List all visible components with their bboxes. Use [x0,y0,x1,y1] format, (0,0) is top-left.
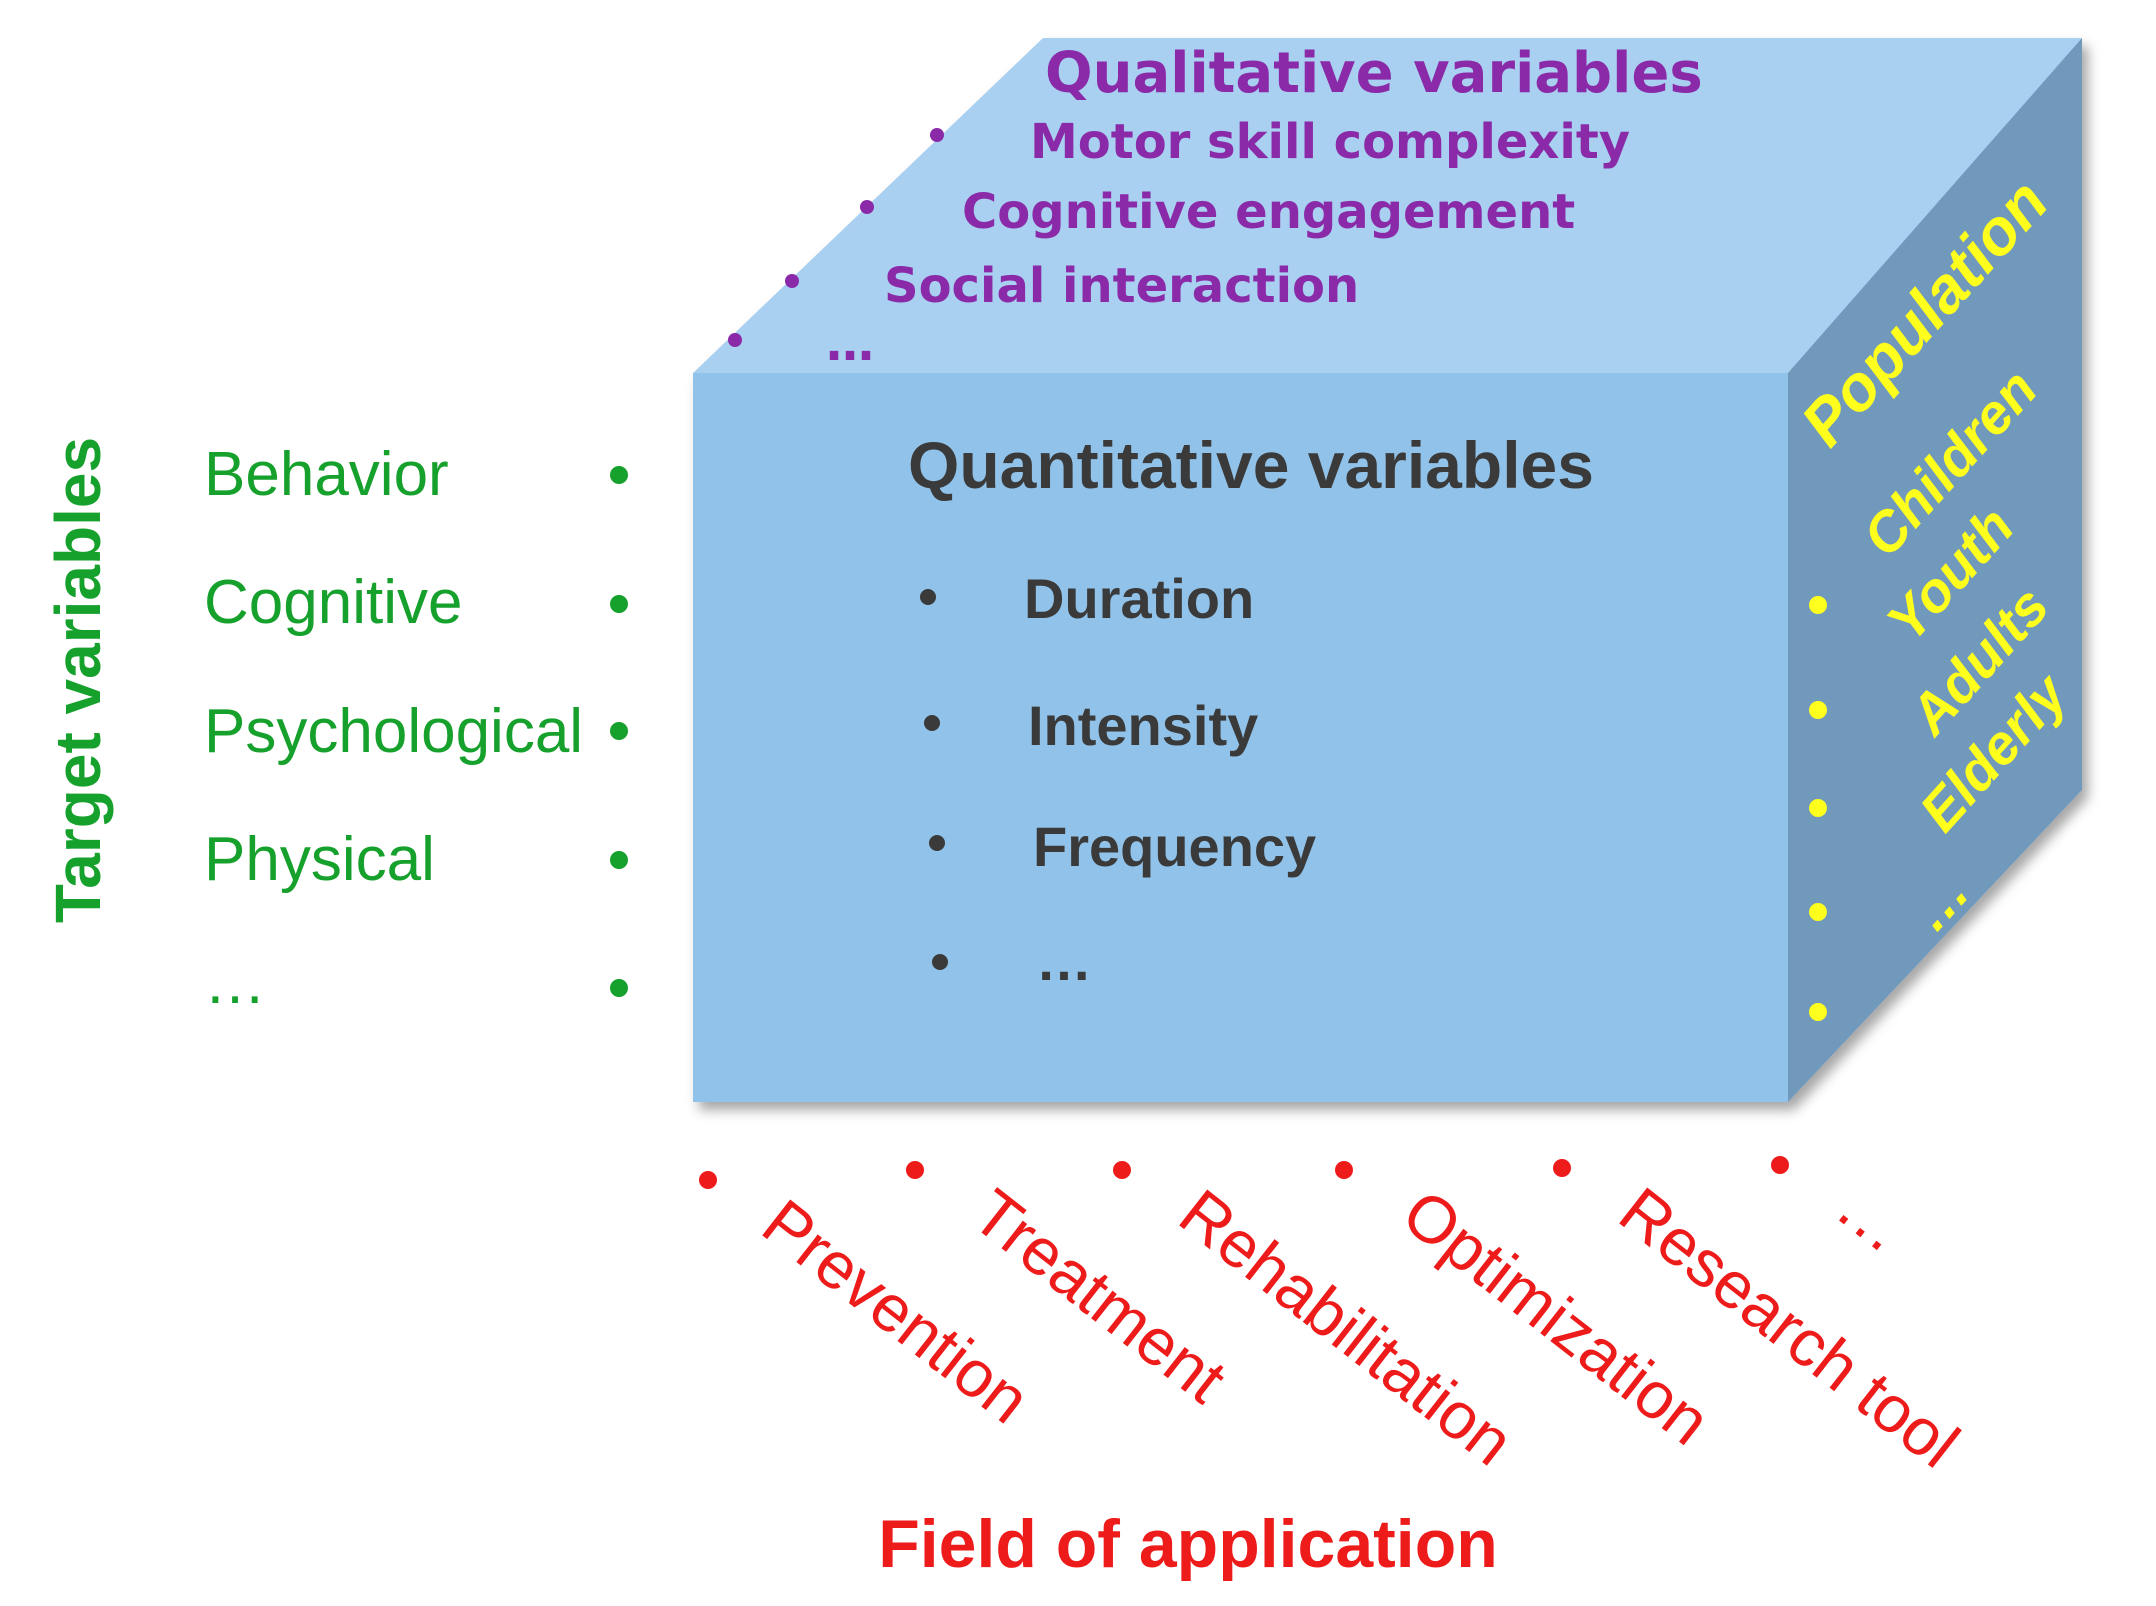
field-bullet [1771,1156,1789,1174]
field-item-more: … [1823,1168,1921,1267]
field-bullet [1335,1161,1353,1179]
target-item-psychological: Psychological [204,697,583,766]
target-bullet [610,979,628,997]
cube-side-face [1788,38,2082,1102]
field-bullet [1553,1159,1571,1177]
field-of-application-group: Prevention Treatment Rehabilitation Opti… [699,1156,1973,1582]
qualitative-bullet [930,128,944,142]
quantitative-bullet [932,954,948,970]
quantitative-item-intensity: Intensity [1028,694,1258,757]
cube-top-face [693,38,2082,373]
qualitative-item-social: Social interaction [884,258,1359,314]
population-bullet [1809,903,1827,921]
target-item-more: … [204,948,266,1017]
target-variables-title: Target variables [42,437,114,923]
target-bullet [610,722,628,740]
quantitative-bullet [929,835,945,851]
qualitative-title: Qualitative variables [1045,41,1703,106]
target-item-physical: Physical [204,825,435,894]
cube-front-face [693,373,1788,1102]
quantitative-title: Quantitative variables [908,428,1594,502]
qualitative-item-motor: Motor skill complexity [1030,114,1630,170]
qualitative-bullet [860,200,874,214]
target-bullet [610,851,628,869]
field-bullet [699,1171,717,1189]
population-bullet [1809,596,1827,614]
field-of-application-title: Field of application [878,1506,1498,1582]
population-bullet [1809,799,1827,817]
target-item-behavior: Behavior [204,440,449,509]
field-bullet [1113,1161,1131,1179]
cube [693,38,2082,1102]
target-item-cognitive: Cognitive [204,568,462,637]
quantitative-bullet [920,589,936,605]
target-bullet [610,466,628,484]
qualitative-bullet [785,274,799,288]
qualitative-item-more: … [826,316,874,372]
qualitative-item-cognitive: Cognitive engagement [962,184,1575,240]
population-bullet [1809,1003,1827,1021]
quantitative-item-frequency: Frequency [1033,815,1316,878]
quantitative-variables-group: Quantitative variables Duration Intensit… [908,428,1594,992]
quantitative-bullet [924,715,940,731]
quantitative-item-more: … [1036,929,1092,992]
qualitative-bullet [728,333,742,347]
population-bullet [1809,701,1827,719]
quantitative-item-duration: Duration [1024,567,1254,630]
target-bullet [610,595,628,613]
qualitative-variables-group: Qualitative variables Motor skill comple… [728,41,1703,372]
field-bullet [906,1161,924,1179]
target-variables-group: Target variables Behavior Cognitive Psyc… [42,437,628,1017]
